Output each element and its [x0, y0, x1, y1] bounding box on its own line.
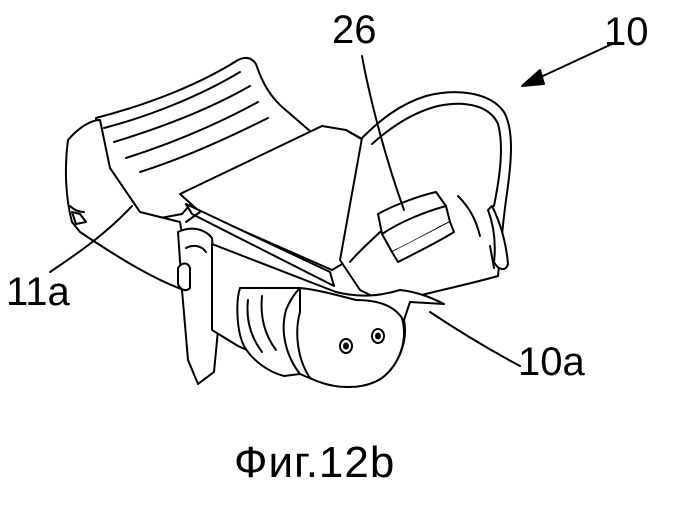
label-10: 10	[604, 12, 649, 52]
figure-caption: Фиг.12b	[234, 438, 395, 488]
arrow-head-10	[522, 70, 544, 86]
label-26: 26	[332, 10, 377, 50]
leader-10a	[430, 312, 520, 366]
label-10a: 10a	[518, 342, 585, 382]
label-11a: 11a	[6, 272, 70, 312]
